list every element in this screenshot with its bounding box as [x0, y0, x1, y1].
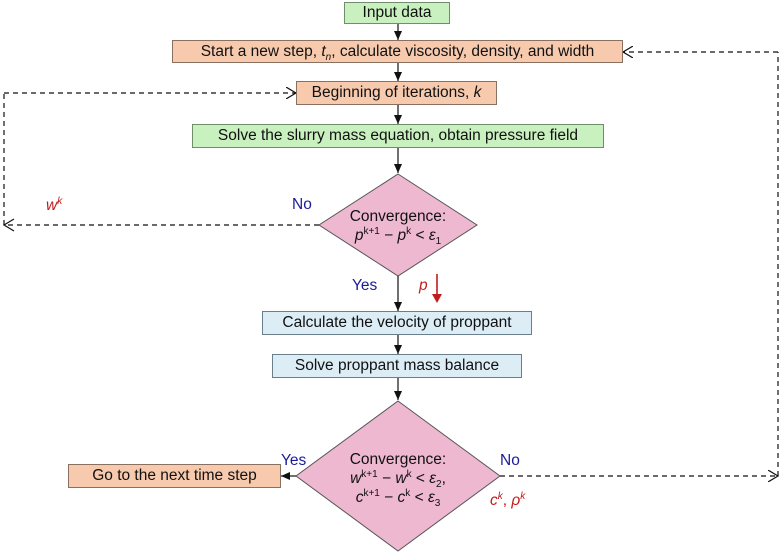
decision2-title: Convergence:	[349, 451, 447, 468]
solve-slurry-box: Solve the slurry mass equation, obtain p…	[192, 124, 604, 148]
decision1-text: Convergence: pk+1 − pk < ε1	[319, 207, 477, 248]
solve-proppant-box: Solve proppant mass balance	[272, 354, 522, 378]
decision2-text: Convergence: wk+1 − wk < ε2, ck+1 − ck <…	[296, 450, 500, 510]
wk-label: wk	[46, 195, 63, 214]
decision2-formula-c: ck+1 − ck < ε3	[355, 487, 441, 510]
p-label: p	[419, 277, 428, 294]
no-label-decision2: No	[500, 452, 520, 469]
decision1-formula: pk+1 − pk < ε1	[354, 225, 442, 248]
input-data-label: Input data	[362, 4, 432, 21]
start-new-step-box: Start a new step, tn, calculate viscosit…	[172, 40, 623, 63]
iterations-label: Beginning of iterations, k	[311, 84, 482, 101]
beginning-iterations-box: Beginning of iterations, k	[296, 81, 497, 105]
yes-label-decision1: Yes	[352, 277, 378, 294]
calculate-velocity-label: Calculate the velocity of proppant	[282, 314, 512, 331]
ck-rhok-label: ck, ρk	[490, 490, 526, 509]
no-label-decision1: No	[292, 196, 312, 213]
next-time-step-label: Go to the next time step	[92, 467, 257, 484]
calculate-velocity-box: Calculate the velocity of proppant	[262, 311, 532, 335]
dashed-arrow-head-left	[2, 218, 15, 232]
convergence-diamond-2	[295, 400, 501, 552]
decision2-formula-w: wk+1 − wk < ε2,	[350, 468, 446, 491]
solve-proppant-label: Solve proppant mass balance	[294, 357, 500, 374]
pressure-arrow-head	[432, 294, 442, 303]
solve-slurry-label: Solve the slurry mass equation, obtain p…	[217, 127, 579, 144]
yes-label-decision2: Yes	[281, 452, 307, 469]
next-time-step-box: Go to the next time step	[68, 464, 281, 488]
start-step-label: Start a new step, tn, calculate viscosit…	[200, 42, 595, 63]
decision1-title: Convergence:	[349, 208, 447, 225]
input-data-box: Input data	[344, 2, 450, 24]
